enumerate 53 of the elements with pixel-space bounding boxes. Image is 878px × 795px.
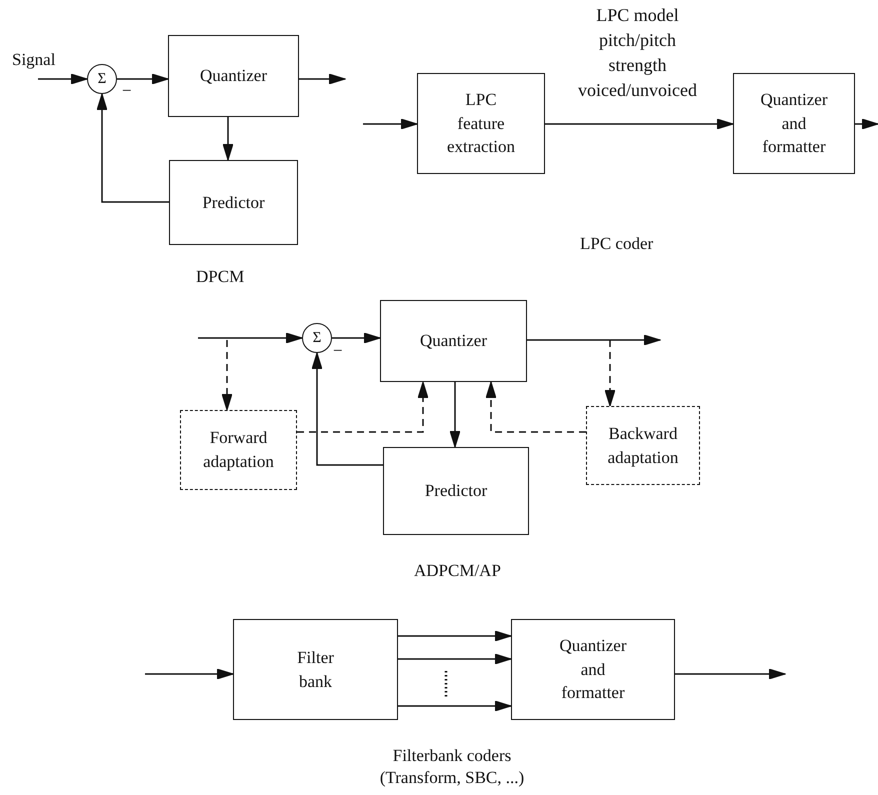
node-label: Predictor <box>424 480 488 502</box>
arrow <box>363 118 418 130</box>
process-box <box>417 73 545 174</box>
arrow <box>398 654 512 664</box>
arrow <box>222 117 234 160</box>
process-box <box>733 73 855 174</box>
process-box <box>511 619 675 720</box>
arrow <box>332 332 380 344</box>
process-box <box>168 35 299 117</box>
caption: LPC coder <box>580 233 654 255</box>
arrow <box>675 668 786 680</box>
process-box <box>169 160 298 245</box>
arrow <box>398 700 512 712</box>
process-box <box>380 300 527 382</box>
arrow <box>145 668 234 680</box>
arrow <box>855 118 878 130</box>
node-label: Σ <box>98 70 106 88</box>
node-label: Filter bank <box>296 646 335 692</box>
node-label: Predictor <box>202 192 265 214</box>
arrow <box>96 94 169 203</box>
caption: ADPCM/AP <box>414 560 501 582</box>
caption: Filterbank coders (Transform, SBC, ...) <box>378 745 526 790</box>
arrow <box>545 118 734 130</box>
node-label: Quantizer and formatter <box>558 634 628 704</box>
process-box <box>383 447 529 535</box>
adaptation-box <box>180 410 297 490</box>
node-label: Quantizer <box>200 65 268 88</box>
arrow <box>450 382 460 448</box>
node-label: Forward adaptation <box>202 427 275 473</box>
arrow <box>486 382 586 433</box>
node-label: Quantizer <box>420 330 488 352</box>
arrow <box>312 352 383 466</box>
arrow <box>398 630 512 642</box>
arrow <box>222 340 232 410</box>
arrow <box>38 74 88 84</box>
adaptation-box <box>586 406 700 485</box>
node-label: Backward adaptation <box>606 422 680 469</box>
minus-sign: − <box>333 340 343 362</box>
caption: Signal <box>12 49 56 71</box>
arrow <box>527 334 660 346</box>
arrow <box>117 74 168 84</box>
node-label: Σ <box>312 328 322 348</box>
arrow <box>198 332 302 344</box>
summing-junction <box>87 64 117 94</box>
caption: DPCM <box>196 266 244 288</box>
process-box <box>233 619 398 720</box>
arrow <box>299 74 346 84</box>
minus-sign: − <box>122 80 132 102</box>
arrow <box>297 382 428 433</box>
node-label: LPC feature extraction <box>446 88 516 158</box>
arrow <box>604 340 616 406</box>
node-label: Quantizer and formatter <box>759 88 829 158</box>
summing-junction <box>302 323 332 353</box>
